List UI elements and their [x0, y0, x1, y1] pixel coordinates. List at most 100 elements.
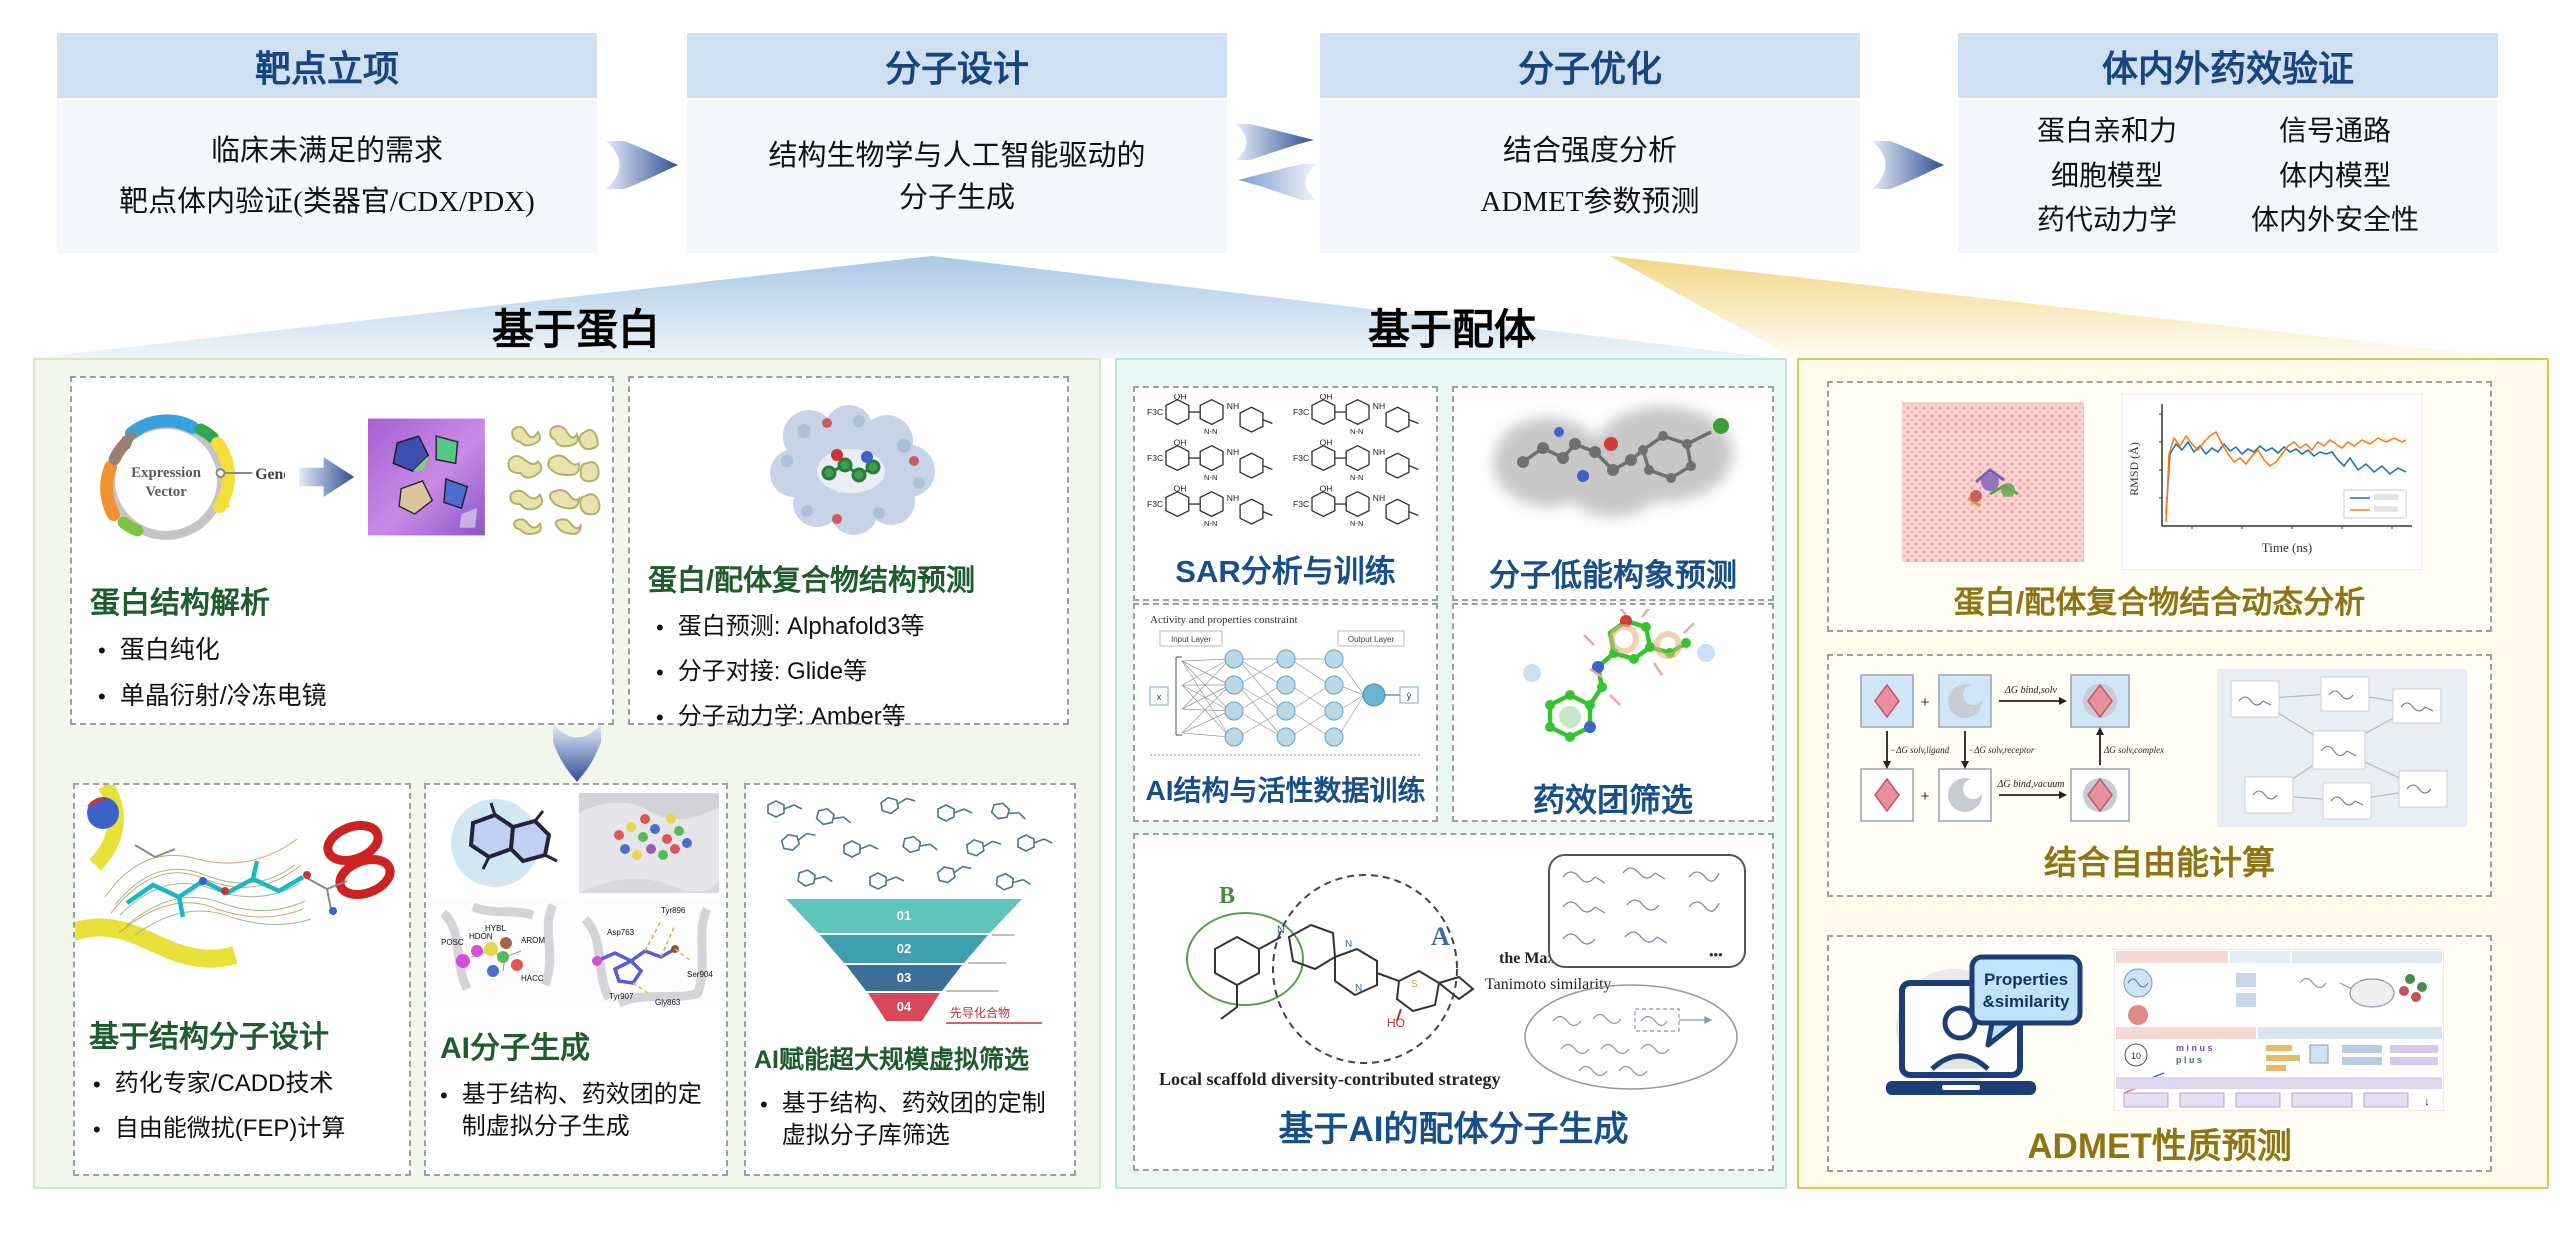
stage-body: 结构生物学与人工智能驱动的 分子生成 — [687, 101, 1227, 253]
stage-line: 结构生物学与人工智能驱动的 — [768, 139, 1146, 172]
svg-text:↓: ↓ — [2424, 1094, 2430, 1108]
arrow-right-icon — [1872, 141, 1944, 189]
residue-label: Asp763 — [607, 928, 635, 937]
stage-line: ADMET参数预测 — [1480, 186, 1700, 218]
bullet-item: •基于结构、药效团的定制虚拟分子库筛选 — [760, 1090, 1046, 1150]
label-a: A — [1431, 922, 1450, 951]
pharmacophore-model-image: POSC HDON HYBL AROM HACC — [433, 899, 573, 1009]
stage-title: 靶点立项 — [57, 33, 597, 101]
plus-sign: + — [1920, 694, 1929, 711]
dg-solv-receptor-label: −ΔG solv,receptor — [1968, 745, 2035, 755]
binding-site-molecule-image: Asp763 Tyr896 Tyr907 Gly863 Ser904 — [579, 899, 719, 1009]
card-title: AI分子生成 — [440, 1032, 590, 1065]
molecule-icon — [451, 799, 558, 887]
electron-density-design-image — [61, 780, 405, 995]
double-arrow-icon — [1236, 124, 1316, 200]
plot-ylabel: RMSD (Å) — [2127, 442, 2141, 496]
y-output-label: ŷ — [1407, 691, 1412, 701]
screening-funnel-image: 01 02 03 04 先导化合物 — [786, 899, 1042, 1024]
output-layer-label: Output Layer — [1348, 635, 1395, 644]
residue-label: Gly863 — [655, 998, 681, 1007]
stage-line: 分子生成 — [898, 182, 1015, 214]
bullet-item: •基于结构、药效团的定制虚拟分子生成 — [440, 1081, 702, 1141]
molecule-library-image — [767, 793, 1053, 893]
card-title: 分子低能构象预测 — [1489, 558, 1737, 593]
bullet-item: •分子对接: Glide等 — [656, 658, 868, 685]
card-ai-ligand-generation: B N N N S HO A the Max Tanimoto simila — [1133, 833, 1774, 1171]
card-ai-molecule-generation: POSC HDON HYBL AROM HACC — [424, 783, 728, 1176]
binding-pocket-spheres-image — [579, 793, 719, 893]
pharmacophore-label: HYBL — [485, 924, 506, 933]
stage-molecular-optimization: 分子优化 结合强度分析 ADMET参数预测 — [1320, 33, 1860, 253]
ho-label: HO — [1387, 1016, 1405, 1030]
arrow-down-icon — [553, 724, 601, 782]
input-layer-label: Input Layer — [1171, 635, 1211, 644]
pharmacophore-label: AROM — [521, 936, 545, 945]
card-title: SAR分析与训练 — [1175, 554, 1396, 589]
blue-fan-connector — [33, 256, 1776, 358]
card-title: ADMET性质预测 — [2027, 1127, 2292, 1166]
cryo-em-density-image — [507, 425, 601, 535]
card-complex-structure-prediction: 蛋白/配体复合物结构预测 •蛋白预测: Alphafold3等 •分子对接: G… — [628, 376, 1069, 730]
card-title: 基于AI的配体分子生成 — [1278, 1110, 1629, 1149]
residue-label: Tyr907 — [609, 992, 634, 1001]
card-conformer-prediction: 分子低能构象预测 — [1452, 386, 1774, 601]
text-tanimoto: Tanimoto similarity — [1485, 976, 1611, 993]
card-free-energy: + + ΔG bind,solv ΔG bind,vacuum −ΔG solv… — [1827, 654, 2492, 897]
stage-line: 细胞模型 — [2050, 160, 2163, 192]
plot-xlabel: Time (ns) — [2261, 540, 2311, 555]
gene-label: Gene — [255, 465, 285, 482]
dg-solv-complex-label: ΔG solv,complex — [2103, 745, 2164, 755]
funnel-level-label: 01 — [897, 908, 911, 923]
md-water-box-image — [1901, 402, 2084, 562]
card-admet-prediction: Properties &similarity 10 m i — [1827, 935, 2492, 1172]
card-title: AI赋能超大规模虚拟筛选 — [754, 1046, 1030, 1074]
bubble-text-line2: &similarity — [1982, 992, 2069, 1011]
bullet-item: •蛋白纯化 — [98, 636, 220, 664]
stage-title: 分子优化 — [1320, 33, 1860, 101]
card-title: 结合自由能计算 — [2044, 844, 2275, 881]
stage-line: 靶点体内验证(类器官/CDX/PDX) — [119, 186, 535, 218]
protein-ligand-complex-image — [769, 404, 935, 535]
svg-text:p l u s: p l u s — [2176, 1055, 2202, 1065]
admet-workflow-image: 10 m i n u sp l u s ↓ — [2113, 948, 2444, 1111]
stage-body: 临床未满足的需求 靶点体内验证(类器官/CDX/PDX) — [57, 101, 597, 253]
card-title: 蛋白/配体复合物结合动态分析 — [1953, 585, 2366, 620]
stage-molecular-design: 分子设计 结构生物学与人工智能驱动的 分子生成 — [687, 33, 1227, 253]
rmsd-plot: Time (ns) RMSD (Å) — [2121, 394, 2422, 570]
svg-text:N: N — [1345, 939, 1352, 950]
fep-network-image — [2216, 669, 2467, 827]
stage-body: 结合强度分析 ADMET参数预测 — [1320, 101, 1860, 253]
card-title: 基于结构分子设计 — [89, 1021, 329, 1054]
stage-title: 体内外药效验证 — [1958, 33, 2498, 101]
card-pharmacophore-screening: 药效团筛选 — [1452, 603, 1774, 822]
strategy-caption: Local scaffold diversity-contributed str… — [1159, 1069, 1500, 1089]
svg-text:m i n u s: m i n u s — [2176, 1043, 2213, 1053]
dg-bind-solv-label: ΔG bind,solv — [2004, 685, 2058, 696]
card-title: 药效团筛选 — [1532, 782, 1693, 818]
validation-left-column: 蛋白亲和力 细胞模型 药代动力学 — [2037, 110, 2177, 244]
card-ai-virtual-screening: 01 02 03 04 先导化合物 AI赋能超大规模虚拟筛选 •基于结构、药效团… — [744, 783, 1076, 1176]
funnel-level-label: 03 — [897, 970, 911, 985]
residue-label: Ser904 — [687, 970, 713, 979]
sar-structures-image: F3C OH N-N NH — [1146, 394, 1420, 529]
expression-vector-label-1: Expression — [131, 465, 202, 481]
arrow-right-icon — [606, 141, 678, 189]
funnel-lead-label: 先导化合物 — [950, 1005, 1010, 1020]
arrow-right-icon — [298, 457, 355, 497]
funnel-level-label: 04 — [897, 999, 912, 1014]
text-the-max: the Max — [1499, 950, 1555, 967]
yellow-fan-connector — [1610, 256, 2512, 358]
label-b: B — [1219, 883, 1235, 909]
dg-bind-vacuum-label: ΔG bind,vacuum — [1996, 779, 2064, 790]
card-protein-structure-analysis: Expression Vector Gene — [70, 376, 614, 725]
stage-line: 结合强度分析 — [1502, 135, 1677, 168]
ellipsis-label: ••• — [1709, 947, 1723, 962]
branch-label-protein: 基于蛋白 — [492, 306, 661, 353]
svg-text:N: N — [1355, 983, 1362, 994]
card-sar-analysis: F3C OH N-N NH SAR分析与训练 — [1133, 386, 1438, 601]
dg-solv-ligand-label: −ΔG solv,ligand — [1890, 745, 1950, 755]
stage-efficacy-validation: 体内外药效验证 蛋白亲和力 细胞模型 药代动力学 信号通路 体内模型 体内外安全… — [1958, 33, 2498, 253]
pharmacophore-label: HDON — [469, 932, 493, 941]
bullet-item: •自由能微扰(FEP)计算 — [93, 1115, 346, 1142]
